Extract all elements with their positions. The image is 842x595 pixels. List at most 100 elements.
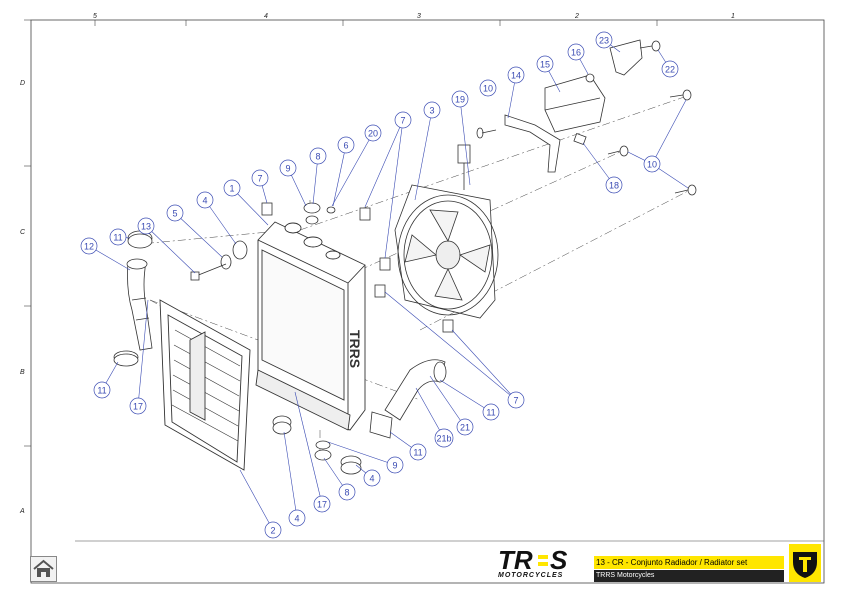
callout-balloon: 1: [223, 179, 241, 197]
callout-balloon: 10: [479, 79, 497, 97]
svg-text:4: 4: [369, 474, 374, 484]
callout-balloon: 8: [338, 483, 356, 501]
svg-text:13: 13: [141, 222, 151, 232]
callout-balloon: 23: [595, 31, 613, 49]
fan-bolts: [607, 40, 697, 196]
zone-column-label: 2: [575, 13, 579, 20]
svg-text:20: 20: [368, 129, 378, 139]
callout-balloon: 21b: [434, 428, 454, 448]
callout-balloon: 4: [288, 509, 306, 527]
zone-row-label: C: [20, 229, 26, 236]
zone-column-label: 3: [417, 13, 421, 20]
svg-text:TR: TR: [498, 545, 533, 575]
svg-text:14: 14: [511, 71, 521, 81]
svg-text:17: 17: [317, 500, 327, 510]
brand-subtitle: MOTORCYCLES: [498, 572, 564, 579]
callout-balloon: 20: [364, 124, 382, 142]
radiator-guard: [159, 299, 251, 471]
svg-text:16: 16: [571, 48, 581, 58]
callout-balloon: 18: [605, 176, 623, 194]
svg-text:18: 18: [609, 181, 619, 191]
svg-text:S: S: [550, 545, 568, 575]
svg-text:9: 9: [285, 164, 290, 174]
svg-text:TRRS: TRRS: [347, 330, 363, 368]
zone-row-label: D: [20, 80, 26, 87]
sheet-border: [30, 19, 825, 584]
svg-text:22: 22: [665, 65, 675, 75]
drawing-subtitle: TRRS Motorcycles: [594, 570, 784, 582]
callout-balloon: 17: [129, 397, 147, 415]
svg-text:10: 10: [647, 160, 657, 170]
svg-text:2: 2: [270, 526, 275, 536]
svg-text:4: 4: [294, 514, 299, 524]
svg-text:8: 8: [344, 488, 349, 498]
callout-balloon: 13: [137, 217, 155, 235]
callout-balloon: 14: [507, 66, 525, 84]
callout-balloon: 7: [394, 111, 412, 129]
zone-column-label: 4: [264, 13, 268, 20]
svg-text:11: 11: [113, 233, 122, 243]
callout-balloon: 10: [643, 155, 661, 173]
svg-text:10: 10: [483, 84, 493, 94]
callout-balloon: 11: [409, 443, 427, 461]
svg-text:6: 6: [343, 141, 348, 151]
callout-balloon: 3: [423, 101, 441, 119]
hose-lower: [369, 359, 447, 439]
svg-text:7: 7: [513, 396, 518, 406]
callout-balloon: 21: [456, 418, 474, 436]
callout-balloon: 15: [536, 55, 554, 73]
fan-electrics: [457, 39, 643, 190]
svg-text:23: 23: [599, 36, 609, 46]
callout-balloon: 9: [279, 159, 297, 177]
hose-clamps: [113, 230, 153, 367]
trrs-emblem-icon: [789, 544, 821, 582]
callout-balloon: 11: [482, 403, 500, 421]
svg-text:11: 11: [486, 408, 495, 418]
callout-balloon: 7: [507, 391, 525, 409]
zone-row-label: B: [20, 369, 25, 376]
svg-text:12: 12: [84, 242, 94, 252]
svg-text:7: 7: [257, 174, 262, 184]
svg-text:8: 8: [315, 152, 320, 162]
svg-text:11: 11: [97, 386, 106, 396]
trrs-logo: TR S: [498, 545, 568, 575]
svg-text:7: 7: [400, 116, 405, 126]
home-button[interactable]: [30, 556, 57, 582]
callout-balloon: 12: [80, 237, 98, 255]
callout-balloon: 11: [93, 381, 111, 399]
callout-balloons: 1 2 3 4 4 4 5 6 7 7 7 8 8 9 9 10 10 11 1…: [80, 31, 679, 539]
callout-balloon: 2: [264, 521, 282, 539]
svg-text:5: 5: [172, 209, 177, 219]
callout-balloon: 4: [196, 191, 214, 209]
radiator-core: TRRS: [255, 221, 366, 431]
leader-lines: [88, 39, 689, 531]
svg-text:19: 19: [455, 95, 465, 105]
svg-text:3: 3: [429, 106, 434, 116]
zone-column-label: 5: [93, 13, 97, 20]
svg-text:1: 1: [229, 184, 234, 194]
callout-balloon: 6: [337, 136, 355, 154]
svg-text:11: 11: [413, 448, 422, 458]
nut-clips: [261, 202, 454, 333]
callout-balloon: 4: [363, 469, 381, 487]
callout-balloon: 19: [451, 90, 469, 108]
callout-balloon: 8: [309, 147, 327, 165]
zone-row-label: A: [20, 508, 25, 515]
hose-upper: [126, 258, 153, 351]
zone-column-label: 1: [731, 13, 735, 20]
svg-text:9: 9: [392, 461, 397, 471]
cooling-fan: [394, 184, 499, 319]
drawing-title: 13 - CR - Conjunto Radiador / Radiator s…: [594, 556, 784, 569]
mounting-hardware: [190, 202, 362, 475]
callout-balloon: 22: [661, 60, 679, 78]
callout-balloon: 17: [313, 495, 331, 513]
svg-text:21: 21: [460, 423, 470, 433]
svg-text:4: 4: [202, 196, 207, 206]
callout-balloon: 16: [567, 43, 585, 61]
callout-balloon: 7: [251, 169, 269, 187]
callout-balloon: 5: [166, 204, 184, 222]
svg-text:15: 15: [540, 60, 550, 70]
callout-balloon: 11: [109, 228, 127, 246]
home-icon: [33, 559, 54, 577]
